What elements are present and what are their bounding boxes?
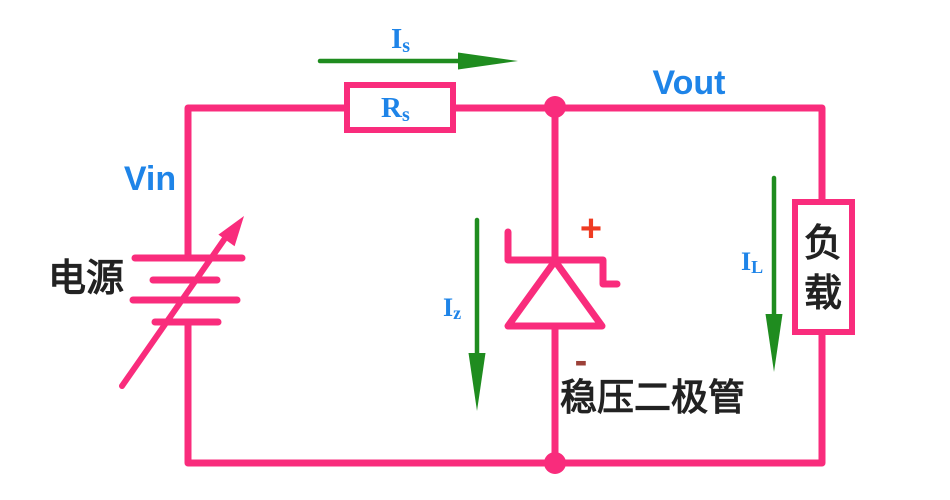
load-label-char1: 负 (804, 221, 842, 265)
variable-arrow-line (119, 231, 231, 389)
wire-resistor-to-load-top (449, 104, 826, 206)
source-current-arrow (317, 52, 518, 70)
load-box (792, 199, 855, 335)
load-label-char2: 载 (804, 271, 842, 315)
zener-cathode-bar (504, 228, 621, 288)
zener-name-label: 稳压二极管 (560, 376, 745, 419)
variable-arrow-head (218, 216, 244, 247)
wire-left-top-to-resistor (184, 104, 351, 262)
il-label: IL (741, 247, 763, 277)
junction-dot-bottom (544, 452, 566, 474)
zener-plus-sign: + (580, 208, 602, 250)
vin-label: Vin (124, 160, 176, 198)
zener-current-arrowhead (468, 353, 486, 411)
zener-minus-sign: - (575, 340, 588, 382)
zener-anode-triangle (504, 257, 606, 330)
zener-diode-symbol (504, 228, 621, 330)
source-label: 电源 (48, 256, 124, 300)
resistor-label: Rs (381, 92, 410, 126)
voltage-source-symbol (119, 216, 246, 389)
load-current-arrow (765, 175, 783, 372)
wire-load-bottom-ground-left (184, 318, 826, 467)
source-current-arrowhead (458, 52, 518, 70)
zener-current-arrow (468, 217, 486, 411)
vout-label: Vout (652, 64, 725, 102)
is-label: Is (391, 23, 410, 57)
junction-dot-top (544, 96, 566, 118)
iz-label: Iz (443, 293, 461, 323)
load-current-arrowhead (765, 314, 783, 372)
resistor-box (344, 82, 456, 133)
